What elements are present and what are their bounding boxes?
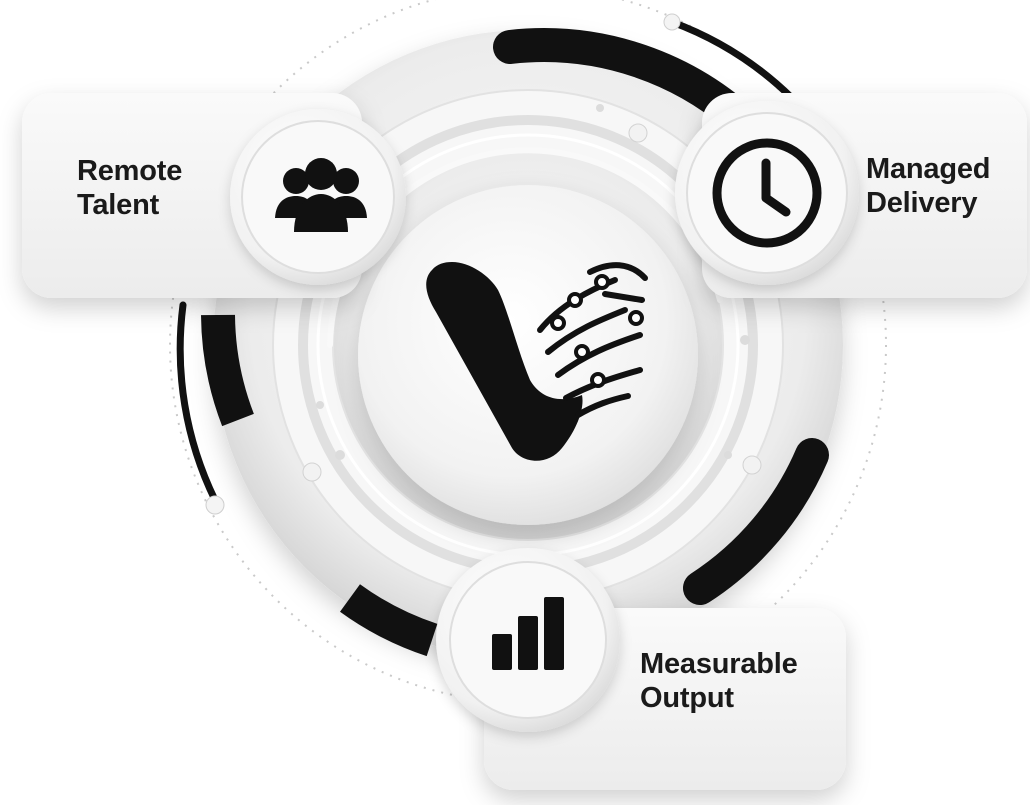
ring-segment-bottom-right xyxy=(683,438,829,605)
measurable-output-label-line-2: Output xyxy=(640,682,734,714)
remote-talent-label-line-2: Talent xyxy=(77,189,160,221)
measurable-output-label-line-1: Measurable xyxy=(640,648,798,680)
remote-talent-label-line-1: Remote xyxy=(77,155,183,187)
orbit-bead-left xyxy=(205,495,225,515)
orbit-arc-top-right xyxy=(668,18,796,102)
ring-segment-bottom xyxy=(340,584,438,657)
remote-talent-label: Remote Talent xyxy=(77,154,182,222)
clock-icon xyxy=(712,138,822,248)
orbit-arc-left xyxy=(176,301,219,504)
managed-delivery-label-line-2: Delivery xyxy=(866,187,978,219)
managed-delivery-label-line-1: Managed xyxy=(866,153,991,185)
measurable-output-label: Measurable Output xyxy=(640,647,798,715)
bar-chart-icon xyxy=(492,597,564,670)
center-disc xyxy=(358,185,698,525)
outer-dotted-orbit xyxy=(169,0,887,704)
v-circuit-logo-icon xyxy=(426,262,648,461)
orbit-bead-top xyxy=(663,13,681,31)
managed-delivery-label: Managed Delivery xyxy=(866,152,990,220)
team-icon xyxy=(275,158,367,232)
ring-segment-left xyxy=(201,314,254,427)
